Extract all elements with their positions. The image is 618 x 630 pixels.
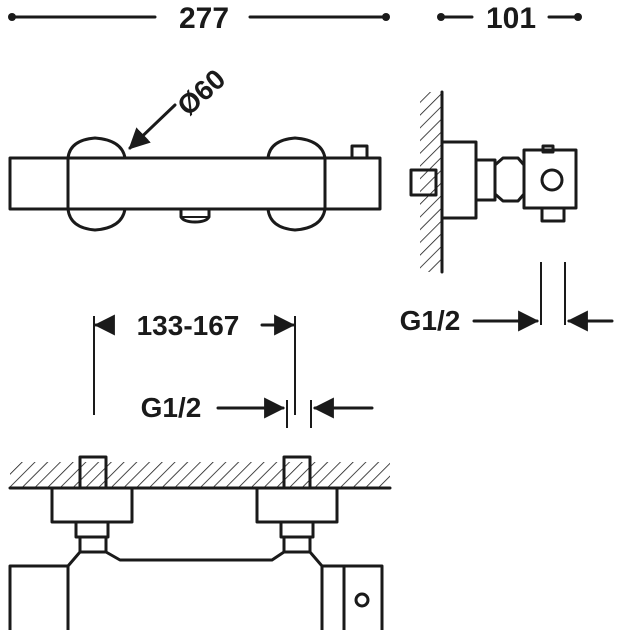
thread-front-dimension: G1/2 (141, 392, 374, 428)
thread-side-label: G1/2 (400, 305, 461, 336)
diameter-label: Ø60 (171, 63, 231, 121)
side-view (409, 90, 578, 274)
thread-side-dimension: G1/2 (400, 262, 614, 336)
depth-dimension: 101 (437, 2, 582, 35)
width-dimension: 277 (8, 2, 390, 35)
thread-front-label: G1/2 (141, 392, 202, 423)
depth-label: 101 (486, 2, 536, 35)
width-total-label: 277 (179, 2, 229, 35)
front-view (8, 136, 382, 232)
installation-view (8, 455, 392, 630)
diameter-callout: Ø60 (128, 63, 231, 150)
inlet-spacing-dimension: 133-167 (93, 310, 296, 415)
inlet-spacing-label: 133-167 (137, 310, 240, 341)
